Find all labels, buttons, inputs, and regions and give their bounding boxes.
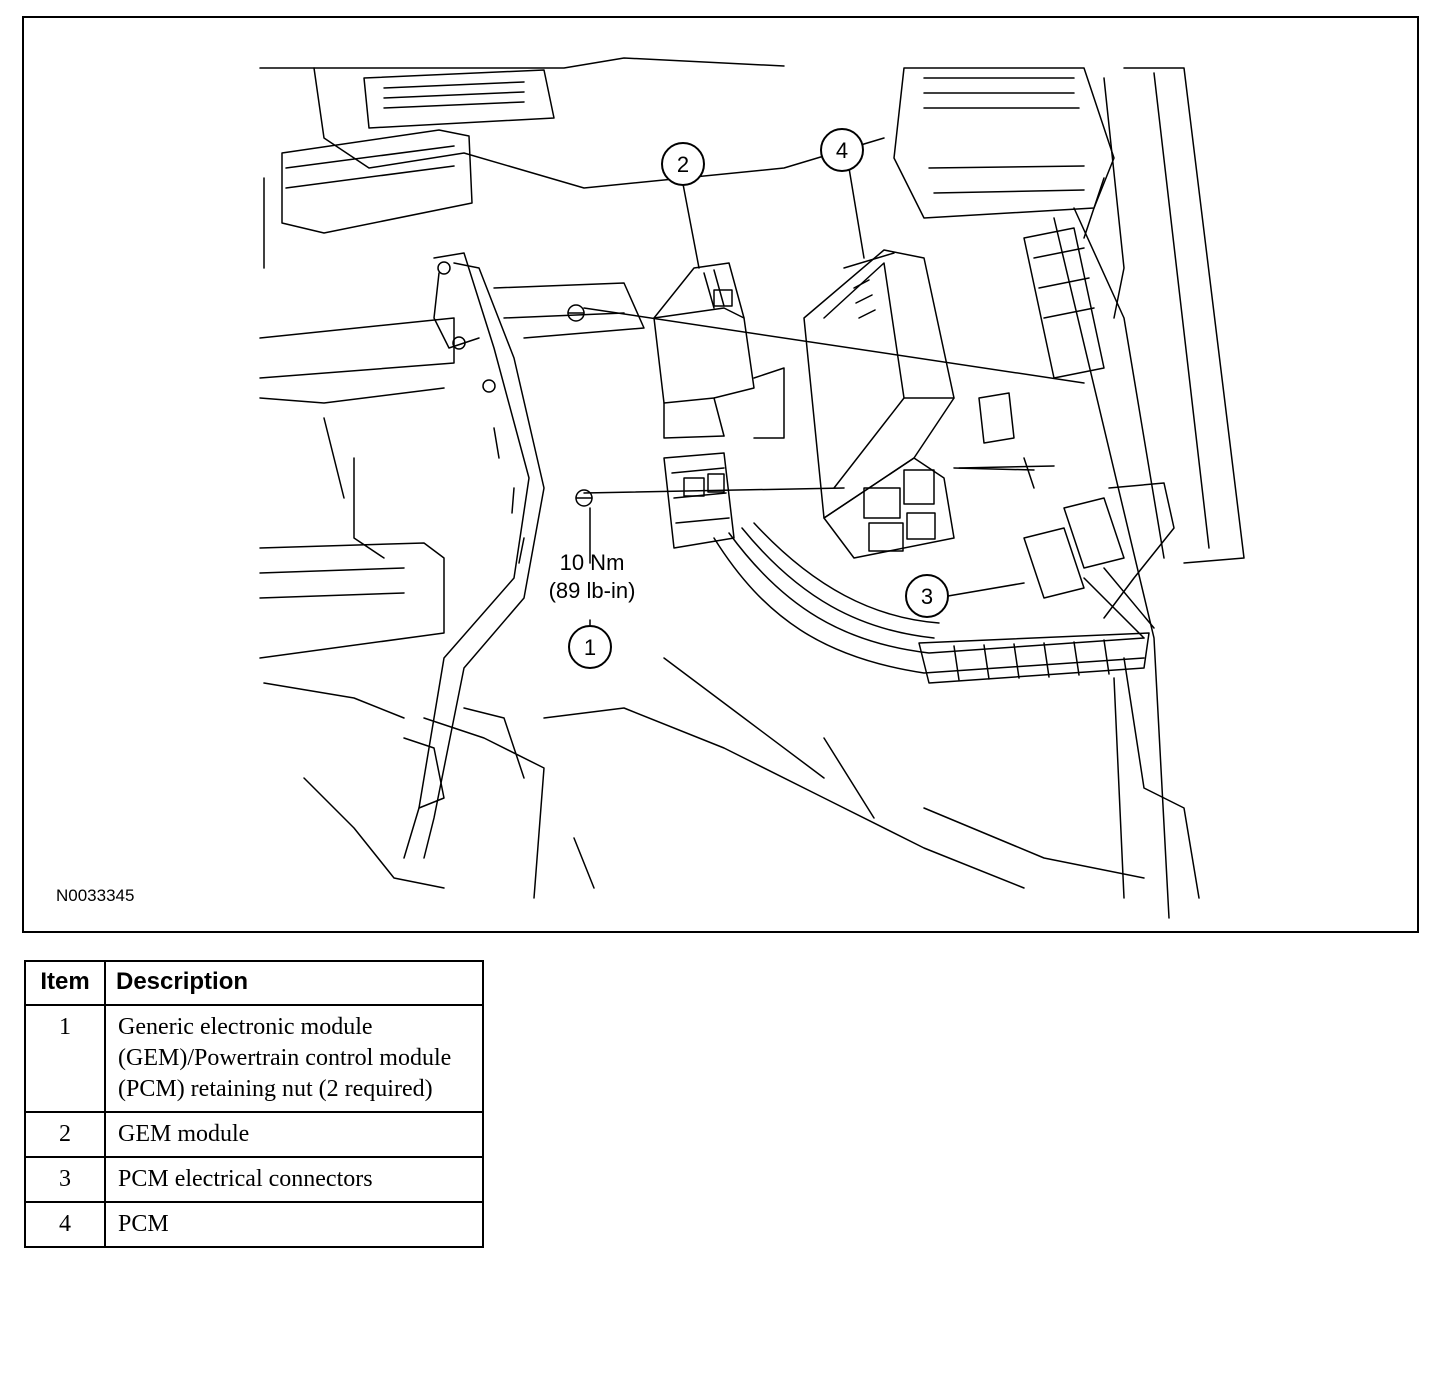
pcm-drawing — [803, 249, 1035, 559]
item-description: PCM — [104, 1201, 484, 1248]
table-row: 2 GEM module — [24, 1111, 484, 1158]
instrument-panel-structure — [259, 57, 1245, 919]
item-description: Generic electronic module (GEM)/Powertra… — [104, 1004, 484, 1113]
item-number: 3 — [24, 1156, 106, 1203]
legend-header-row: Item Description — [24, 960, 484, 1006]
diagram-figure: 2 4 3 1 10 Nm (89 lb-in) N0033345 — [22, 16, 1419, 933]
line-drawing: 2 4 3 1 10 Nm (89 lb-in) — [259, 57, 1245, 919]
figure-id: N0033345 — [56, 886, 135, 905]
item-header: Item — [24, 960, 106, 1006]
item-description: PCM electrical connectors — [104, 1156, 484, 1203]
description-header: Description — [104, 960, 484, 1006]
callout-1-label: 1 — [584, 635, 596, 660]
retaining-nuts-drawing — [567, 304, 593, 507]
item-number: 2 — [24, 1111, 106, 1158]
item-number: 1 — [24, 1004, 106, 1113]
callout-4-label: 4 — [836, 138, 848, 163]
torque-spec-lbin: (89 lb-in) — [549, 578, 636, 603]
leader-lines — [589, 167, 1025, 637]
callout-3: 3 — [905, 574, 949, 618]
callout-2: 2 — [661, 142, 705, 186]
callout-3-label: 3 — [921, 584, 933, 609]
item-description: GEM module — [104, 1111, 484, 1158]
table-row: 1 Generic electronic module (GEM)/Powert… — [24, 1004, 484, 1113]
table-row: 3 PCM electrical connectors — [24, 1156, 484, 1203]
legend-table: Item Description 1 Generic electronic mo… — [24, 960, 484, 1248]
gem-module-drawing — [653, 262, 785, 549]
callout-2-label: 2 — [677, 152, 689, 177]
wiring-harness-drawing — [713, 482, 1175, 684]
table-row: 4 PCM — [24, 1201, 484, 1248]
callout-4: 4 — [820, 128, 864, 172]
torque-spec-nm: 10 Nm — [560, 550, 625, 575]
callout-1: 1 — [568, 625, 612, 669]
item-number: 4 — [24, 1201, 106, 1248]
